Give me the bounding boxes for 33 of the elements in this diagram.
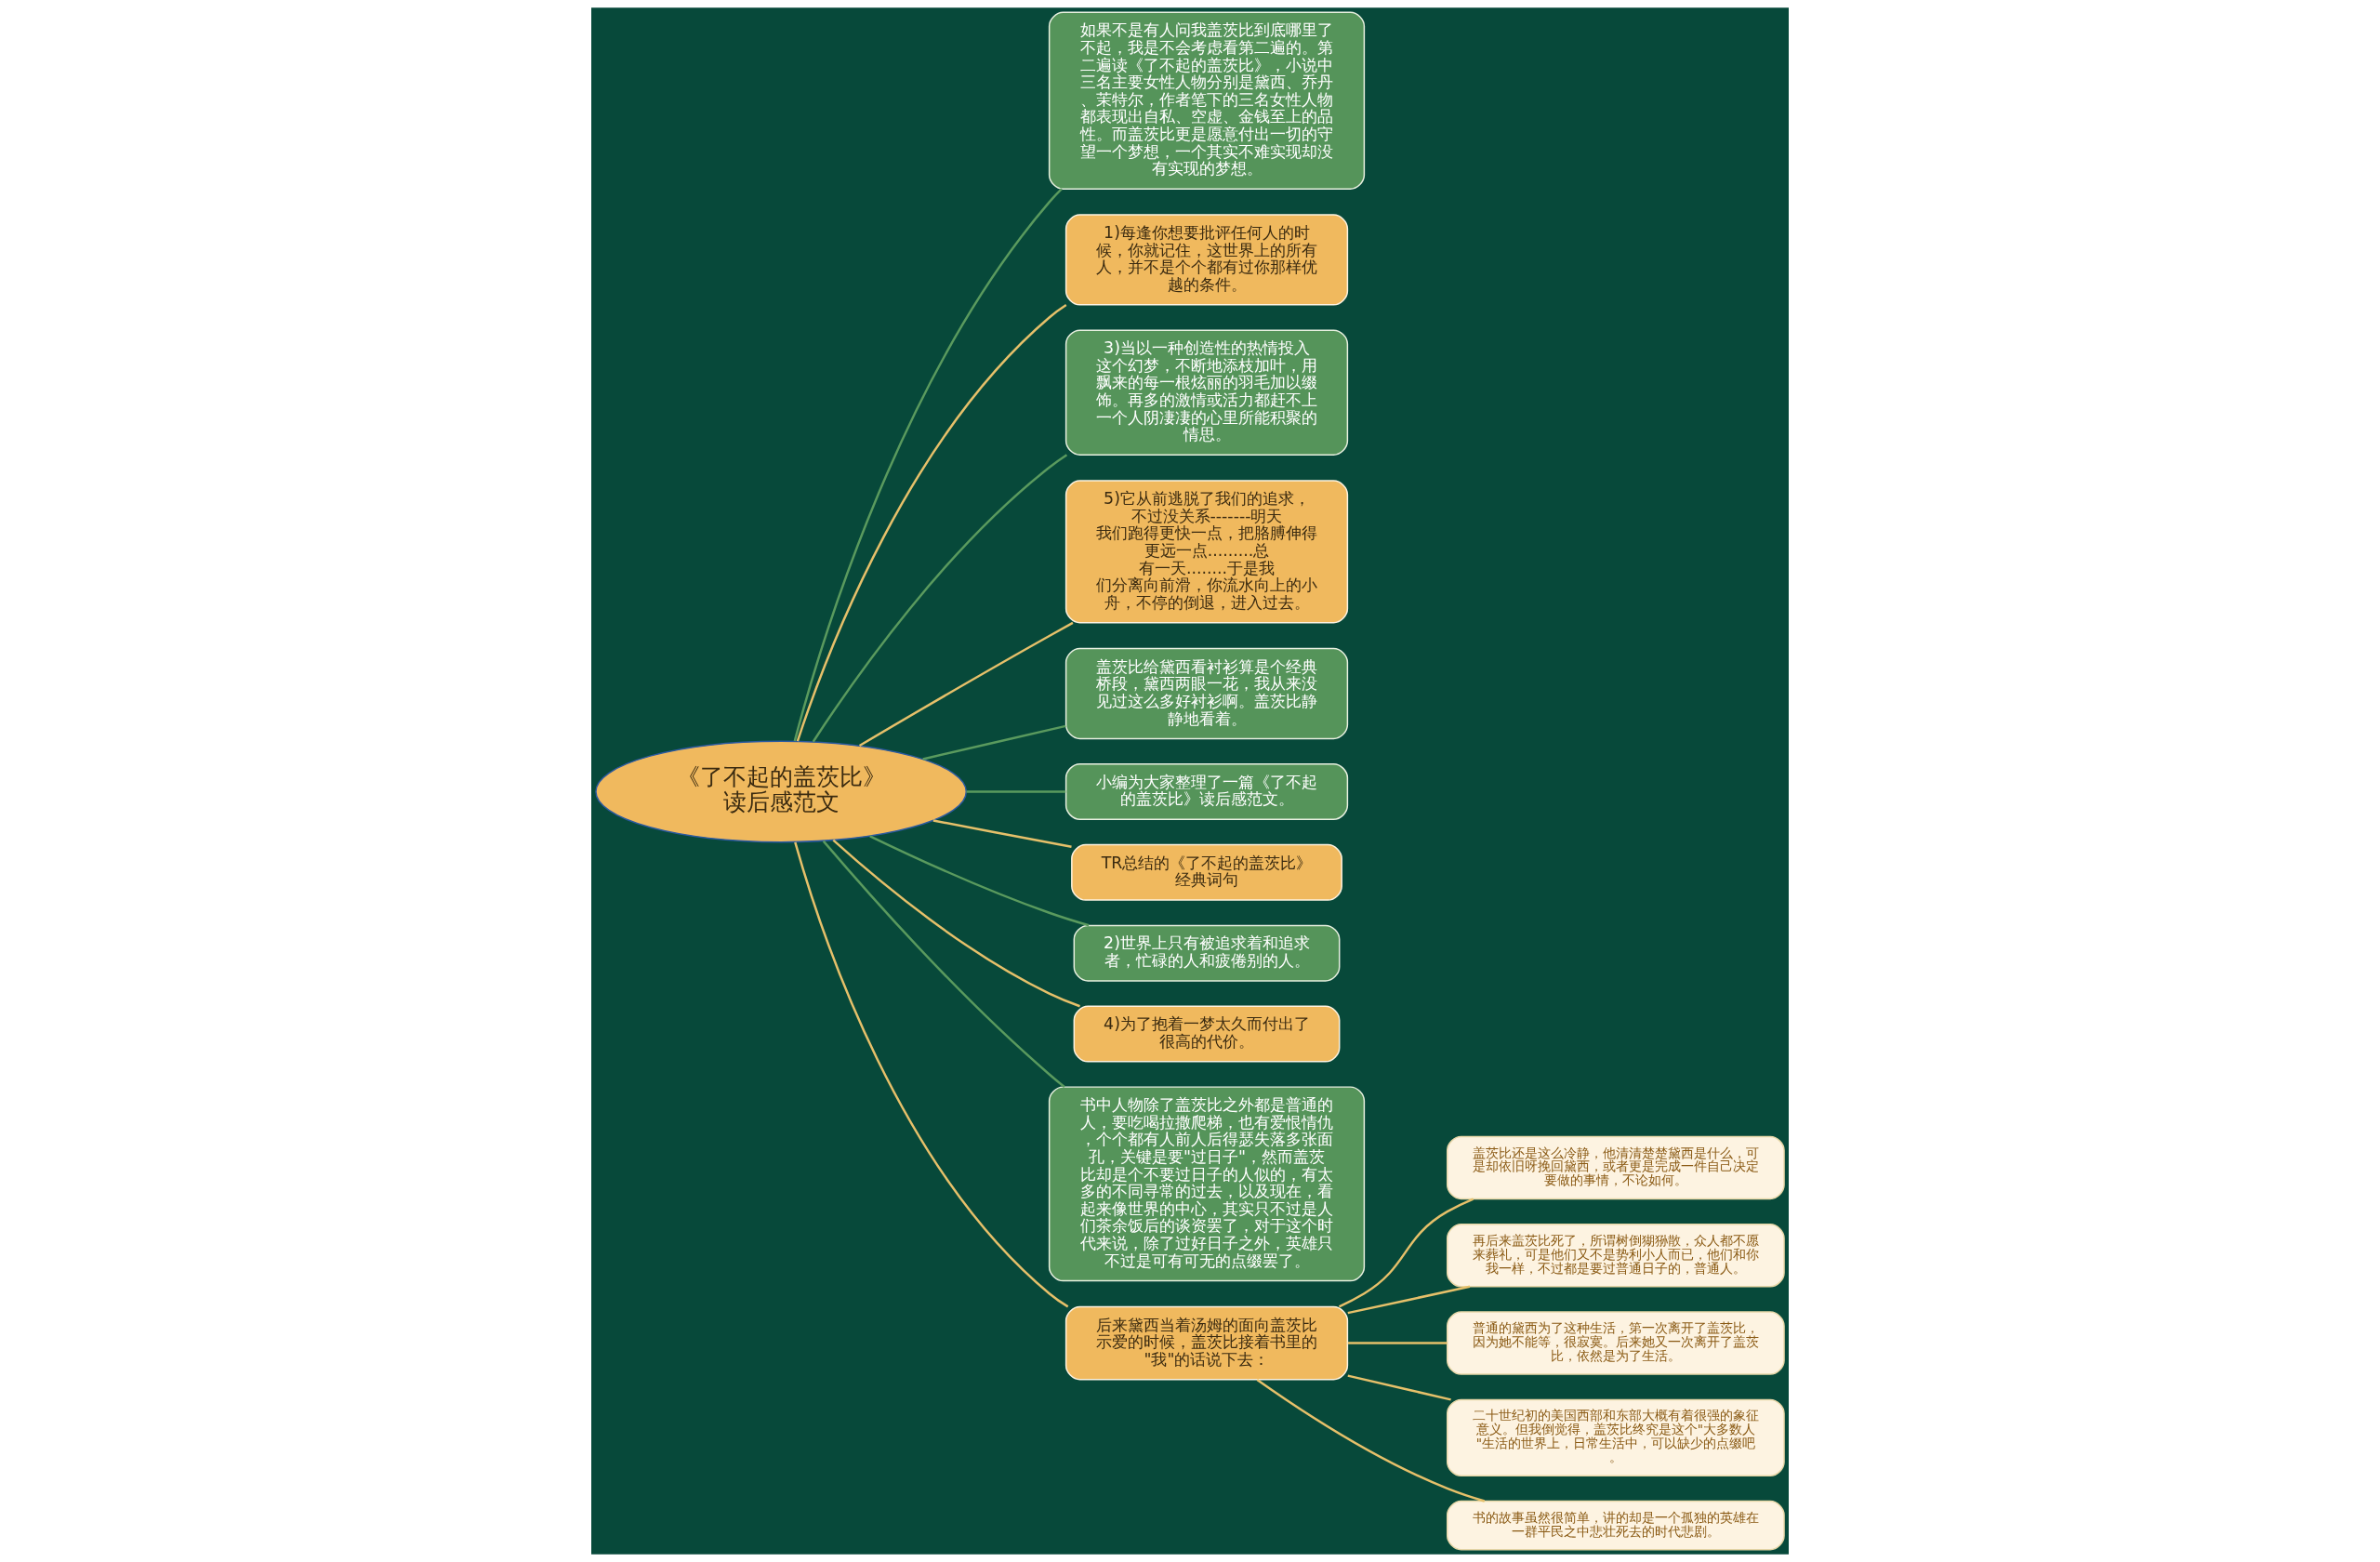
node-box: 4)为了抱着一梦太久而付出了很高的代价。 [1073, 1005, 1341, 1063]
node-ellipse: 《了不起的盖茨比》读后感范文 [595, 740, 968, 843]
connector [793, 188, 1063, 742]
node-box: 如果不是有人问我盖茨比到底哪里了不起，我是不会考虑看第二遍的。第二遍读《了不起的盖茨比》，小说中三名主要女性人物分别是黛西、乔丹、茉特尔，作者笔下的三名女性人物都表现出自私、空虚、金钱至上的品性。而盖茨比更是愿意付出一切的守望一个梦想，一个其实不难实现却没有实现的梦想。 [1048, 11, 1366, 190]
node-box: 书中人物除了盖茨比之外都是普通的人，要吃喝拉撒爬梯，也有爱恨情仇，个个都有人前人后得瑟失落多张面孔，关键是要"过日子"，然而盖茨比却是个不要过日子的人似的，有太多的不同寻常的过去，以及现在，看起来像世界的中心，其实只不过是人们茶余饭后的谈资罢了，对于这个时代来说，除了过好日子之外，英雄只不过是可有可无的点缀罢了。 [1048, 1086, 1366, 1282]
connector [794, 841, 1069, 1308]
node-box: 小编为大家整理了一篇《了不起的盖茨比》读后感范文。 [1064, 762, 1349, 820]
node-box: 后来黛西当着汤姆的面向盖茨比示爱的时候，盖茨比接着书里的"我"的话说下去： [1064, 1305, 1349, 1381]
connector [1347, 1285, 1471, 1315]
node-box: 5)它从前逃脱了我们的追求，不过没关系-------明天我们跑得更快一点，把胳膊伸得更远一点.........总有一天........于是我们分离向前滑，你流水向上的小舟，不停的倒退，进入过去。 [1064, 480, 1349, 624]
connector [1256, 1378, 1486, 1502]
node-box: 2)世界上只有被追求着和追求者，忙碌的人和疲倦别的人。 [1073, 924, 1341, 982]
node-box: 二十世纪初的美国西部和东部大概有着很强的象征意义。但我倒觉得，盖茨比终究是这个"大多数人"生活的世界上，日常生活中，可以缺少的点缀吧。 [1446, 1398, 1785, 1477]
connector [1347, 1374, 1451, 1401]
node-box: 盖茨比给黛西看衬衫算是个经典桥段，黛西两眼一花，我从来没见过这么多好衬衫啊。盖茨比静静地看着。 [1064, 647, 1349, 740]
connector [869, 835, 1090, 927]
node-box: 3)当以一种创造性的热情投入这个幻梦，不断地添枝加叶，用飘来的每一根炫丽的羽毛加以缀饰。再多的激情或活力都赶不上一个人阴凄凄的心里所能积聚的情思。 [1064, 329, 1349, 456]
node-box: TR总结的《了不起的盖茨比》经典词句 [1071, 843, 1342, 901]
node-box: 再后来盖茨比死了，所谓树倒猢狲散，众人都不愿来葬礼，可是他们又不是势利小人而已，他们和你我一样，不过都是要过普通日子的，普通人。 [1446, 1224, 1785, 1288]
connector [922, 724, 1066, 761]
connector [822, 840, 1065, 1089]
connector [796, 304, 1067, 742]
node-box: 1)每逢你想要批评任何人的时候，你就记住，这世界上的所有人，并不是个个都有过你那样优越的条件。 [1064, 214, 1349, 306]
connector [1338, 1198, 1474, 1308]
connector [812, 454, 1068, 743]
connector [966, 790, 1066, 793]
connector [932, 819, 1072, 849]
connector [1347, 1342, 1448, 1344]
node-box: 盖茨比还是这么冷静，他清清楚楚黛西是什么，可是却依旧呀挽回黛西，或者更是完成一件自己决定要做的事情，不论如何。 [1446, 1135, 1785, 1200]
connector [832, 839, 1080, 1008]
node-box: 普通的黛西为了这种生活，第一次离开了盖茨比，因为她不能等，很寂寞。后来她又一次离开了盖茨比，依然是为了生活。 [1446, 1311, 1785, 1375]
connector [858, 621, 1074, 748]
node-box: 书的故事虽然很简单，讲的却是一个孤独的英雄在一群平民之中悲壮死去的时代悲剧。 [1446, 1500, 1785, 1551]
